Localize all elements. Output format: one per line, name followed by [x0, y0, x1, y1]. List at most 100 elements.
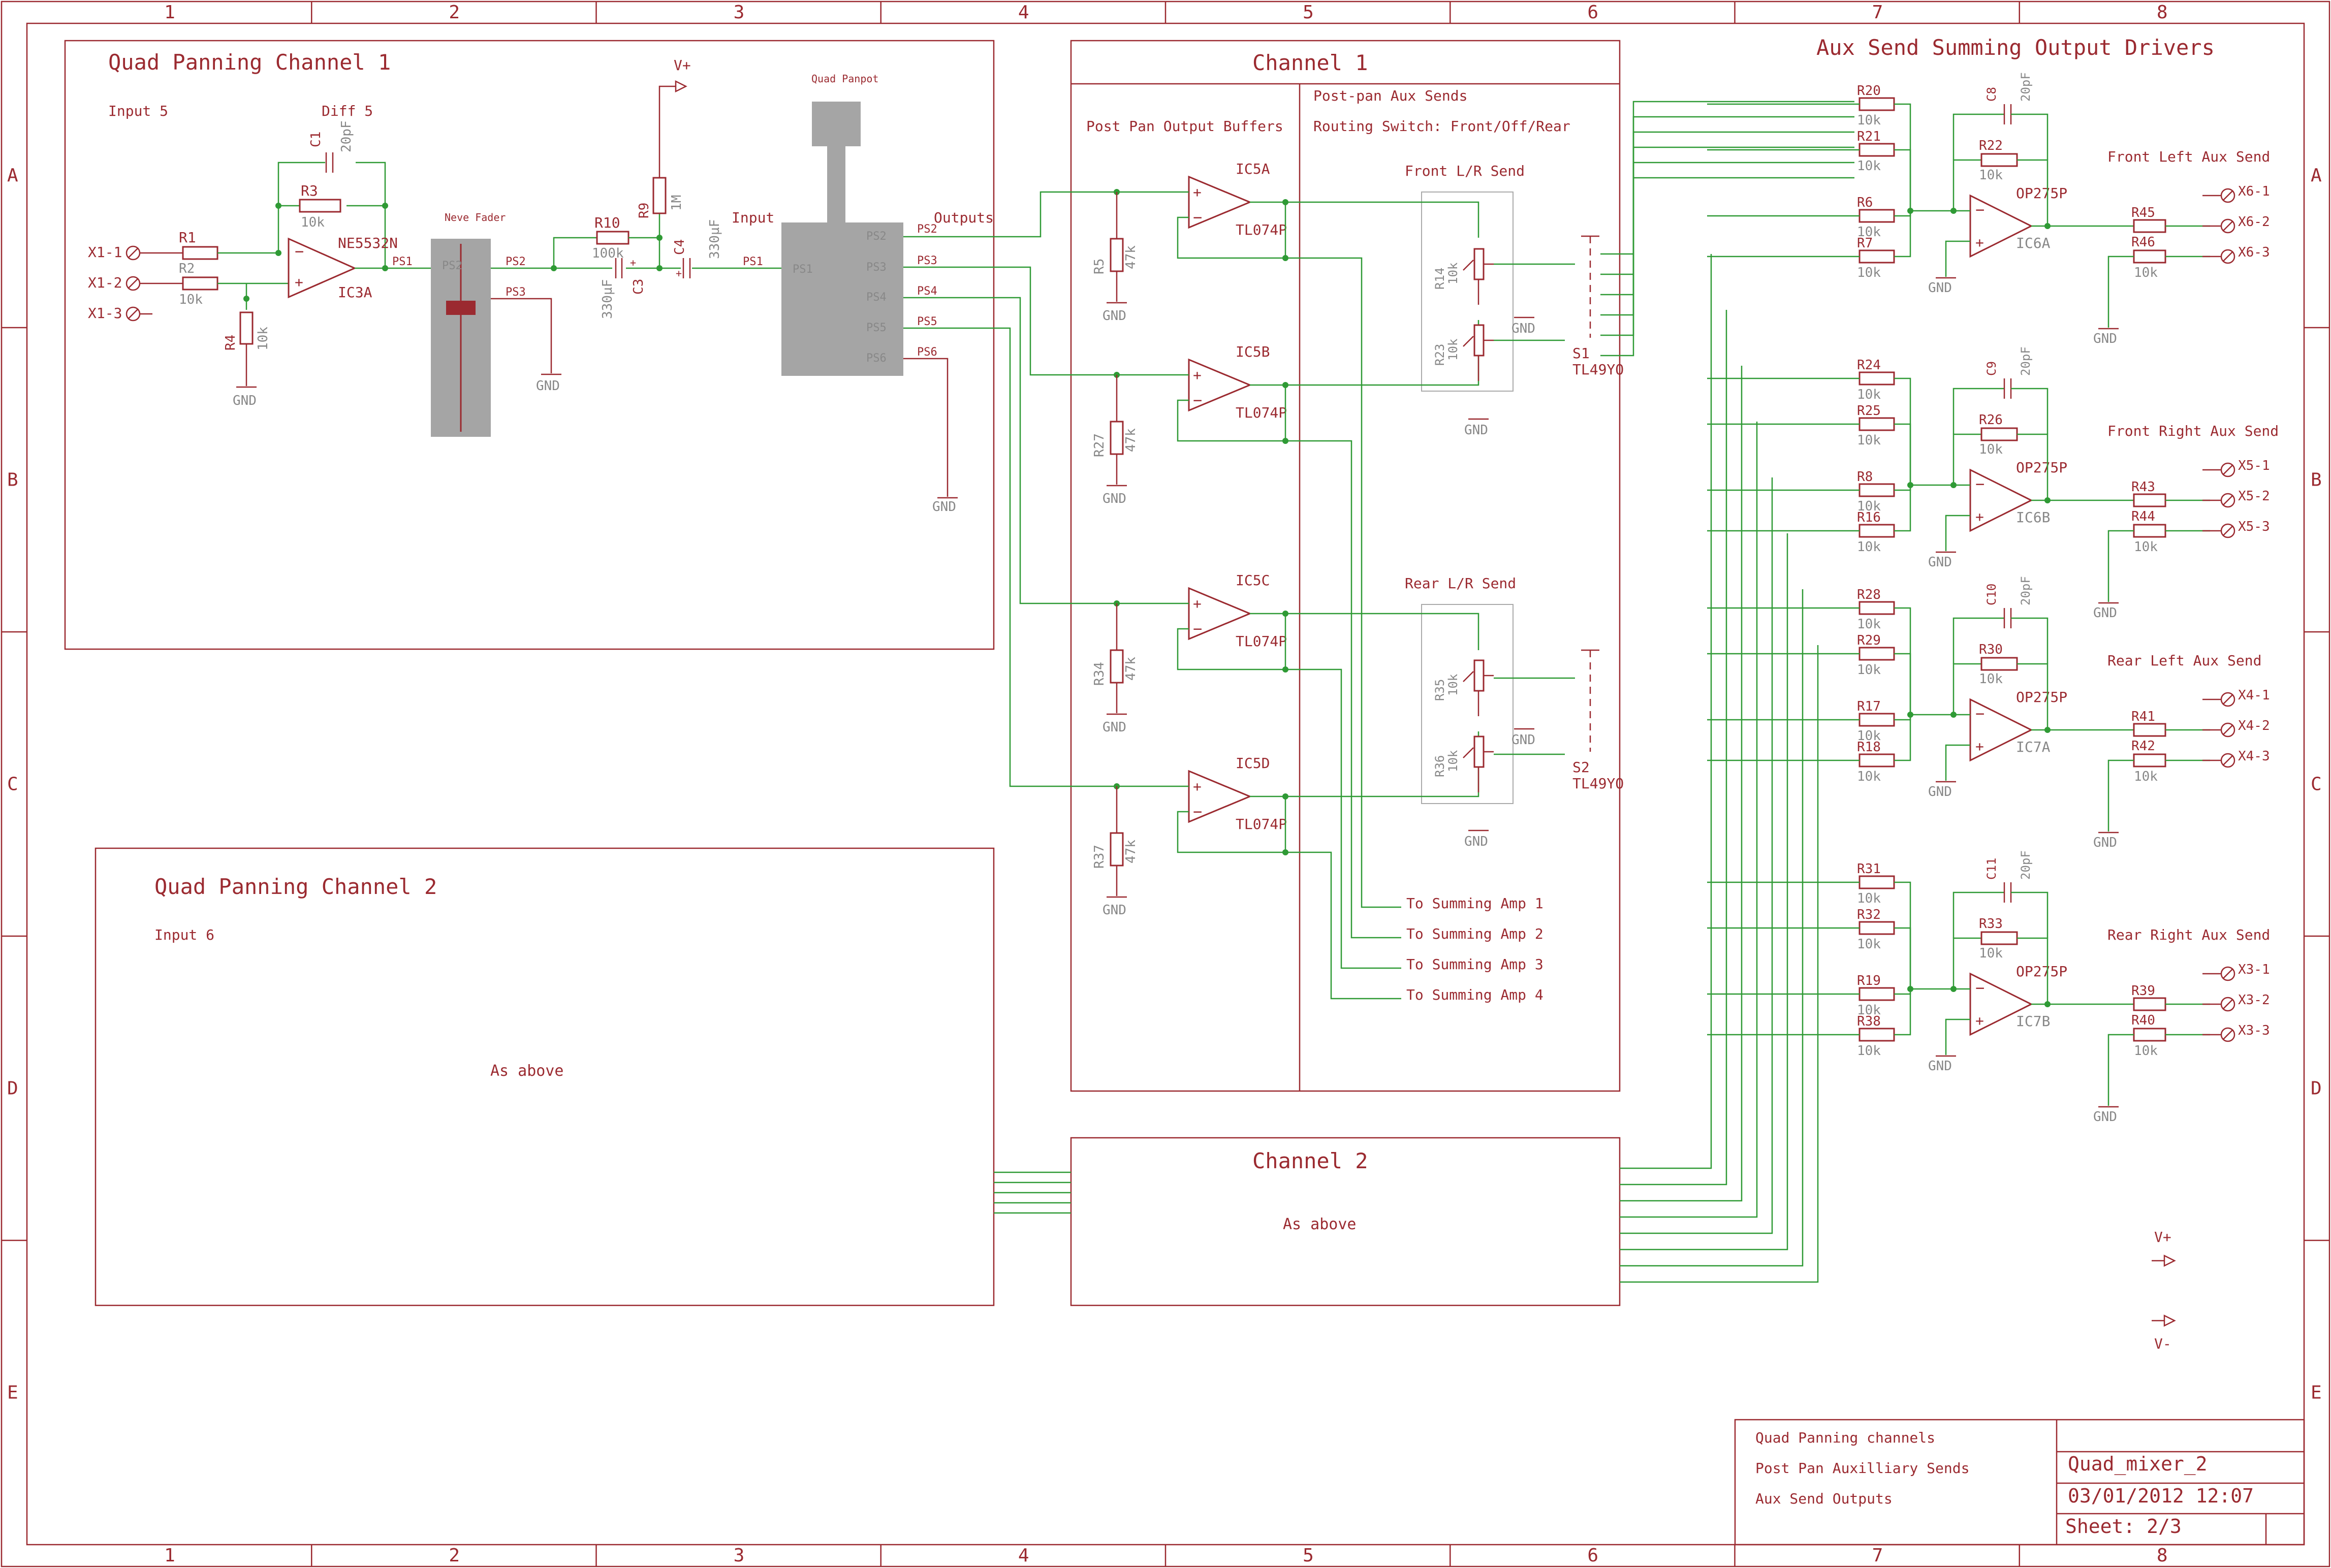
svg-text:R46: R46	[2131, 235, 2155, 250]
pin-x1-3: X1-3	[88, 305, 122, 322]
svg-text:PS1: PS1	[743, 255, 763, 268]
quad-channel-2-title: Quad Panning Channel 2	[154, 874, 437, 899]
svg-text:GND: GND	[1928, 555, 1952, 570]
svg-text:47k: 47k	[1123, 657, 1139, 681]
column-label: 1	[164, 2, 175, 23]
svg-text:10k: 10k	[1857, 769, 1881, 784]
svg-text:R35: R35	[1433, 679, 1447, 701]
pin-x3-1: X3-1	[2238, 962, 2270, 977]
pin-x4-2: X4-2	[2238, 718, 2270, 733]
svg-text:10k: 10k	[256, 327, 271, 350]
svg-text:GND: GND	[1511, 732, 1535, 748]
pin-x4-1: X4-1	[2238, 688, 2270, 703]
svg-text:20pF: 20pF	[2019, 346, 2033, 376]
ne5532-label: NE5532N	[338, 235, 398, 251]
svg-text:GND: GND	[2093, 1109, 2117, 1125]
svg-text:10k: 10k	[1857, 617, 1881, 632]
svg-text:R31: R31	[1857, 861, 1881, 877]
svg-text:S1: S1	[1572, 345, 1590, 362]
svg-text:10k: 10k	[1979, 671, 2003, 687]
svg-text:R17: R17	[1857, 699, 1881, 714]
row-label: B	[7, 470, 18, 491]
summing-opamp	[1969, 468, 2033, 532]
svg-text:R26: R26	[1979, 412, 2003, 428]
svg-text:GND: GND	[2093, 835, 2117, 850]
svg-text:R6: R6	[1857, 195, 1873, 210]
svg-text:10k: 10k	[2134, 1043, 2158, 1059]
svg-text:IC5A: IC5A	[1236, 161, 1270, 177]
rear-send-label: Rear L/R Send	[1405, 575, 1516, 592]
svg-text:R34: R34	[1092, 662, 1107, 686]
svg-text:10k: 10k	[1979, 168, 2003, 183]
svg-text:330µF: 330µF	[707, 219, 722, 259]
svg-text:PS6: PS6	[917, 346, 937, 359]
svg-text:GND: GND	[1928, 784, 1952, 799]
output-title-fr: Front Right Aux Send	[2107, 423, 2279, 439]
svg-text:10k: 10k	[1857, 1043, 1881, 1059]
svg-text:47k: 47k	[1123, 245, 1139, 269]
title-line-2: Post Pan Auxilliary Sends	[1755, 1460, 1969, 1477]
panpot-input-label: Input	[732, 209, 774, 226]
output-title-fl: Front Left Aux Send	[2107, 148, 2270, 165]
quad-panpot: Quad Panpot PS1 PS2 PS3 PS4 PS5 PS6	[781, 73, 903, 376]
svg-text:R27: R27	[1092, 433, 1107, 457]
pin-x3-3: X3-3	[2238, 1023, 2270, 1038]
svg-text:R16: R16	[1857, 510, 1881, 525]
aux-sends-label: Post-pan Aux Sends	[1313, 87, 1467, 104]
svg-text:10k: 10k	[301, 215, 325, 230]
svg-text:10k: 10k	[1857, 499, 1881, 514]
svg-text:100k: 100k	[592, 246, 624, 261]
svg-text:R39: R39	[2131, 983, 2155, 999]
svg-text:R37: R37	[1092, 845, 1107, 869]
quad-channel-1-title: Quad Panning Channel 1	[108, 50, 391, 75]
channel-1-title: Channel 1	[1252, 50, 1368, 75]
pin-x6-2: X6-2	[2238, 214, 2270, 230]
svg-text:10k: 10k	[179, 292, 203, 307]
svg-text:TL074P: TL074P	[1236, 404, 1287, 421]
svg-text:GND: GND	[1928, 280, 1952, 296]
row-label: E	[2311, 1383, 2322, 1403]
svg-text:10k: 10k	[1446, 750, 1460, 772]
svg-text:TL074P: TL074P	[1236, 633, 1287, 650]
column-label: 6	[1587, 1545, 1598, 1566]
column-label: 7	[1872, 1545, 1883, 1566]
pin-x5-3: X5-3	[2238, 519, 2270, 534]
svg-text:−: −	[1975, 475, 1984, 493]
pin-x1-2: X1-2	[88, 274, 122, 291]
svg-text:IC5C: IC5C	[1236, 572, 1270, 589]
pin-x6-1: X6-1	[2238, 184, 2270, 199]
svg-text:PS5: PS5	[917, 315, 937, 328]
svg-text:IC6A: IC6A	[2016, 235, 2051, 251]
front-send-label: Front L/R Send	[1405, 163, 1525, 179]
svg-text:−: −	[1193, 803, 1202, 821]
svg-text:R42: R42	[2131, 739, 2155, 754]
channel-2-title: Channel 2	[1252, 1148, 1368, 1173]
buffers-label: Post Pan Output Buffers	[1086, 118, 1283, 135]
svg-text:C8: C8	[1984, 87, 1999, 102]
pin-x4-3: X4-3	[2238, 749, 2270, 764]
svg-text:PS2: PS2	[506, 255, 526, 268]
row-label: A	[7, 166, 18, 186]
sheet-number: Sheet: 2/3	[2065, 1515, 2182, 1538]
column-label: 1	[164, 1545, 175, 1566]
svg-text:OP275P: OP275P	[2016, 963, 2067, 980]
svg-text:10k: 10k	[1857, 158, 1881, 174]
quad-channel-1-block: Quad Panning Channel 1 Input 5 Diff 5 X1…	[64, 40, 995, 650]
vplus-supply-label: V+	[2154, 1229, 2171, 1245]
column-label: 5	[1303, 1545, 1314, 1566]
pin-x5-1: X5-1	[2238, 458, 2270, 473]
vplus-label: V+	[674, 57, 691, 74]
summing-opamp	[1969, 698, 2033, 762]
column-label: 4	[1018, 2, 1029, 23]
svg-text:IC7A: IC7A	[2016, 739, 2051, 755]
svg-text:+: +	[630, 257, 636, 269]
column-label: 4	[1018, 1545, 1029, 1566]
svg-text:R10: R10	[594, 214, 620, 231]
svg-text:R3: R3	[301, 182, 318, 199]
ic3a-label: IC3A	[338, 284, 372, 301]
summing-label-3: To Summing Amp 3	[1406, 956, 1544, 973]
drawing-date: 03/01/2012 12:07	[2068, 1485, 2254, 1507]
fader-label: Neve Fader	[445, 211, 506, 223]
